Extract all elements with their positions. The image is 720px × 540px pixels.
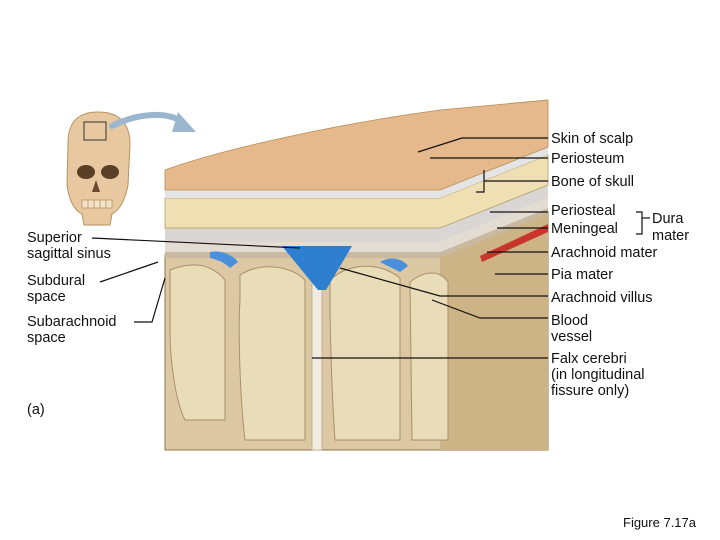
label-pia-mater: Pia mater: [551, 267, 614, 283]
curved-arrow-icon: [109, 111, 185, 129]
panel-label: (a): [27, 402, 45, 418]
figure-caption: Figure 7.17a: [623, 515, 696, 530]
skull-icon: [66, 111, 131, 226]
section-block: [164, 99, 549, 451]
label-blood-vessel-line1: Blood: [551, 313, 589, 329]
label-subdural-line1: Subdural: [27, 273, 86, 289]
label-subarachnoid-line2: space: [27, 330, 66, 346]
leader-lines: [91, 137, 650, 359]
superior-sagittal-sinus-shape: [282, 246, 352, 290]
label-superior-line2: sagittal sinus: [27, 246, 111, 262]
label-bone-of-skull: Bone of skull: [551, 174, 635, 190]
arrowhead-icon: [172, 112, 196, 132]
label-skin-of-scalp: Skin of scalp: [551, 131, 634, 147]
label-periosteal: Periosteal: [551, 203, 616, 219]
label-subdural-line2: space: [27, 289, 66, 305]
pia-layer: [165, 208, 548, 258]
label-falx-cerebri-line2: (in longitudinal: [551, 367, 645, 383]
label-falx-cerebri-line1: Falx cerebri: [551, 351, 627, 367]
label-meningeal: Meningeal: [551, 221, 618, 237]
label-mater: mater: [652, 228, 690, 244]
label-subarachnoid-line1: Subarachnoid: [27, 314, 117, 330]
arachnoid-layer: [165, 198, 548, 252]
label-arachnoid-mater: Arachnoid mater: [551, 245, 658, 261]
label-periosteum: Periosteum: [551, 151, 625, 167]
scalp-layer: [164, 99, 549, 191]
label-falx-cerebri-line3: fissure only): [551, 383, 630, 399]
dura-layer: [165, 185, 548, 242]
label-superior-line1: Superior: [27, 230, 82, 246]
label-arachnoid-villus: Arachnoid villus: [551, 290, 653, 306]
label-dura: Dura: [652, 211, 684, 227]
label-blood-vessel-line2: vessel: [551, 329, 593, 345]
